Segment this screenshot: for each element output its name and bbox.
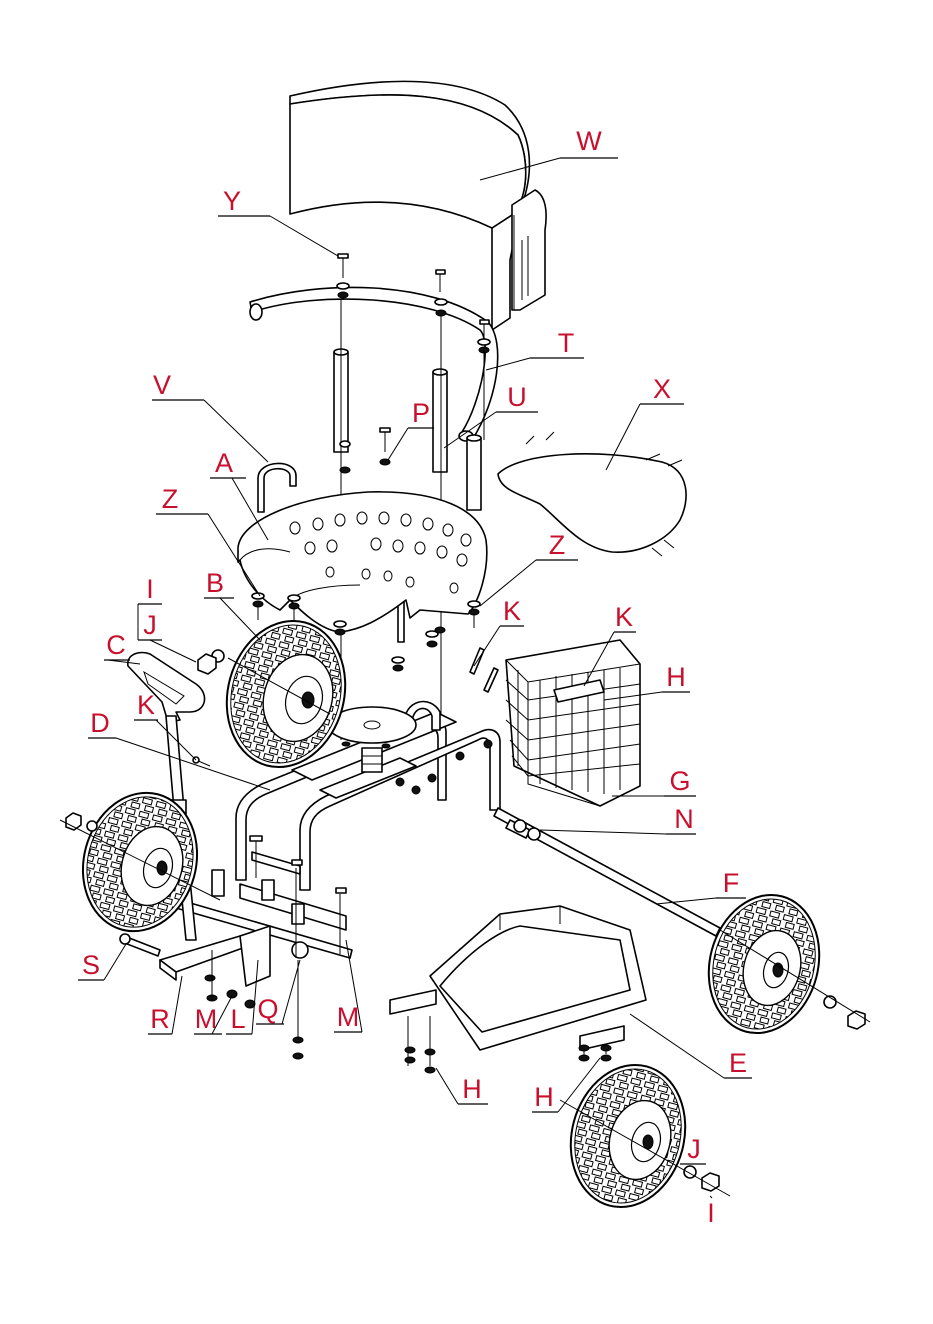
svg-text:K: K	[503, 596, 521, 626]
steering-pin-s	[120, 934, 160, 956]
seat-pan-a	[238, 492, 487, 632]
svg-text:H: H	[462, 1074, 482, 1104]
callout-f: F	[656, 868, 746, 904]
svg-text:Z: Z	[549, 530, 566, 560]
svg-text:C: C	[106, 630, 126, 660]
callout-n: N	[540, 804, 696, 834]
wheel-front-right	[60, 780, 220, 944]
svg-text:X: X	[653, 374, 671, 404]
svg-text:Y: Y	[223, 186, 241, 216]
svg-text:W: W	[576, 126, 602, 156]
callout-h-left: H	[436, 1068, 488, 1104]
top-rail-t	[250, 287, 498, 441]
svg-text:B: B	[206, 568, 224, 598]
svg-text:R: R	[150, 1004, 170, 1034]
callout-t: T	[486, 328, 584, 370]
svg-text:H: H	[534, 1082, 554, 1112]
callout-m-left: M	[194, 996, 232, 1034]
svg-text:V: V	[153, 370, 171, 400]
callout-s: S	[78, 944, 126, 980]
callout-r: R	[148, 976, 182, 1034]
svg-text:G: G	[669, 766, 690, 796]
svg-text:P: P	[412, 398, 430, 428]
svg-text:I: I	[707, 1198, 715, 1228]
callout-v: V	[152, 370, 268, 462]
wheel-rear-right	[694, 882, 870, 1045]
svg-text:A: A	[215, 448, 233, 478]
svg-text:H: H	[666, 662, 686, 692]
callout-p: P	[388, 398, 434, 460]
svg-text:M: M	[195, 1004, 218, 1034]
svg-text:Q: Q	[257, 994, 278, 1024]
svg-text:T: T	[558, 328, 575, 358]
svg-text:K: K	[615, 602, 633, 632]
svg-text:D: D	[90, 708, 110, 738]
basket-g	[506, 640, 640, 806]
svg-text:N: N	[674, 804, 694, 834]
svg-text:L: L	[230, 1004, 245, 1034]
svg-text:J: J	[687, 1134, 701, 1164]
callout-z-right: Z	[480, 530, 578, 606]
svg-text:K: K	[137, 690, 155, 720]
svg-text:S: S	[82, 950, 100, 980]
svg-text:J: J	[143, 610, 157, 640]
svg-text:Z: Z	[162, 484, 179, 514]
seat-cushion-x	[498, 432, 686, 556]
wheel-rear-left	[555, 1052, 730, 1220]
callout-i-bottom: I	[707, 1196, 715, 1228]
svg-text:E: E	[729, 1048, 747, 1078]
tie-plate-r	[160, 926, 270, 1008]
footrest-e	[293, 906, 646, 1073]
svg-text:U: U	[507, 382, 527, 412]
svg-text:M: M	[337, 1002, 360, 1032]
svg-text:F: F	[723, 868, 740, 898]
svg-text:I: I	[146, 574, 154, 604]
